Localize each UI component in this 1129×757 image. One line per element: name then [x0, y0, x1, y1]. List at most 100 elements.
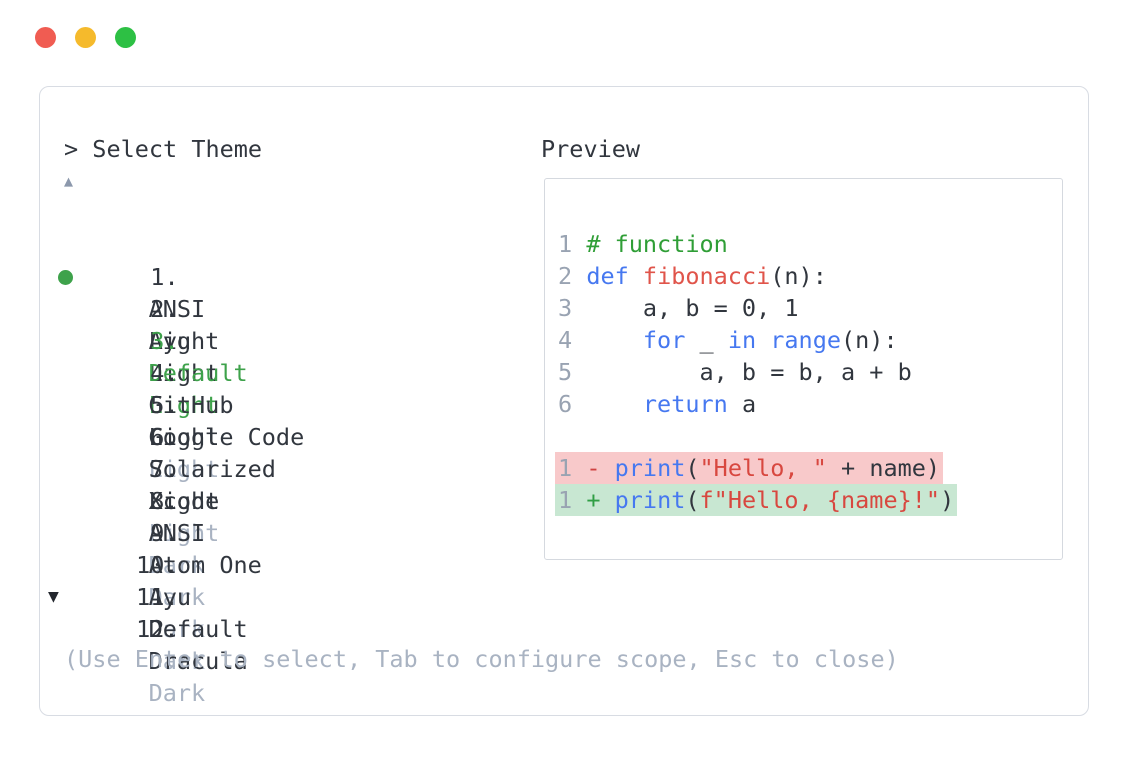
code-text: [600, 454, 614, 482]
string: "Hello, ": [699, 454, 827, 482]
line-number: 1: [558, 486, 573, 514]
theme-number: 6.: [150, 423, 179, 451]
window-controls: [35, 27, 136, 48]
code-text: [629, 262, 643, 290]
theme-variant: Light: [148, 391, 220, 419]
theme-name: ANSI: [148, 519, 206, 547]
theme-item[interactable]: 11. Default Dark: [64, 517, 304, 675]
minimize-button[interactable]: [75, 27, 96, 48]
keyword: range: [770, 326, 842, 354]
code-text: [572, 390, 643, 418]
theme-variant: Light: [148, 519, 220, 547]
theme-name: Atom One: [148, 551, 262, 579]
code-text: [572, 486, 586, 514]
code-text: + name): [826, 454, 941, 482]
theme-variant: Dark: [148, 615, 206, 643]
selected-dot-icon: [58, 269, 73, 285]
code-text: ): [940, 486, 955, 514]
code-line: 6 return a: [558, 388, 1062, 420]
code-text: [572, 326, 643, 354]
code-line: [558, 420, 1062, 452]
diff-highlight-removed: 1 - print("Hello, " + name): [555, 452, 944, 484]
diff-plus-sign: +: [586, 486, 601, 514]
theme-item[interactable]: 4. GitHub Light: [64, 293, 304, 451]
help-text: (Use Enter to select, Tab to configure s…: [64, 645, 899, 673]
code-text: a: [727, 390, 757, 418]
code-line: 2 def fibonacci(n):: [558, 260, 1062, 292]
theme-name: GitHub: [148, 391, 234, 419]
theme-variant: Dark: [148, 679, 206, 707]
code-text: (n):: [841, 326, 898, 354]
theme-list: 1. ANSI Light 2. Ayu Light 3. Default Li…: [58, 197, 305, 707]
keyword: print: [614, 486, 686, 514]
code-text: [600, 486, 614, 514]
scroll-up-icon[interactable]: ▲: [64, 172, 74, 190]
theme-item[interactable]: 8. ANSI Dark: [64, 421, 304, 579]
theme-name: Xcode: [148, 487, 220, 515]
theme-number: 5.: [150, 391, 179, 419]
code-text: (: [685, 486, 700, 514]
theme-name: Default: [148, 615, 248, 643]
keyword: print: [614, 454, 686, 482]
theme-name: Dracula: [148, 647, 248, 675]
line-number: 3: [558, 294, 573, 322]
theme-name: Ayu: [148, 327, 192, 355]
code-text: a, b = b, a + b: [572, 358, 912, 386]
select-theme-prompt: > Select Theme: [64, 135, 263, 163]
line-number: 5: [558, 358, 573, 386]
line-number: 1: [558, 230, 573, 258]
line-number: 1: [558, 454, 573, 482]
theme-item[interactable]: 1. ANSI Light: [64, 197, 304, 355]
line-number: 6: [558, 390, 573, 418]
code-line: 1 # function: [558, 228, 1062, 260]
theme-variant: Dark: [148, 647, 206, 675]
keyword: in: [727, 326, 757, 354]
diff-line-removed: 1 - print("Hello, " + name): [555, 452, 1062, 484]
comment: # function: [586, 230, 728, 258]
theme-item[interactable]: 12. Dracula Dark: [64, 549, 304, 707]
theme-item[interactable]: 7. Xcode Light: [64, 389, 304, 547]
theme-selector-panel: > Select Theme ▲ 1. ANSI Light 2. Ayu Li…: [39, 86, 1089, 716]
theme-name: Default: [148, 359, 248, 387]
line-number: 2: [558, 262, 573, 290]
code-text: [572, 262, 586, 290]
code-text: [572, 230, 586, 258]
keyword: for: [642, 326, 686, 354]
theme-item[interactable]: 2. Ayu Light: [64, 229, 304, 387]
close-button[interactable]: [35, 27, 56, 48]
theme-number: 7.: [150, 455, 179, 483]
diff-highlight-added: 1 + print(f"Hello, {name}!"): [555, 484, 958, 516]
theme-variant: Light: [148, 327, 220, 355]
code-text: (: [685, 454, 700, 482]
theme-number: 1.: [150, 263, 179, 291]
line-number: 4: [558, 326, 573, 354]
function-name: fibonacci: [642, 262, 771, 290]
theme-item[interactable]: 6. Solarized Light: [64, 357, 304, 515]
theme-variant: Light: [148, 455, 220, 483]
code-line: 5 a, b = b, a + b: [558, 356, 1062, 388]
code-text: _: [685, 326, 728, 354]
theme-name: Solarized: [148, 455, 276, 483]
theme-variant: Light: [148, 423, 220, 451]
theme-number: 4.: [150, 359, 179, 387]
code-text: [572, 454, 586, 482]
theme-item[interactable]: 9. Atom One Dark: [64, 453, 304, 611]
scroll-down-icon[interactable]: ▼: [48, 586, 59, 607]
theme-number: 9.: [150, 519, 179, 547]
theme-variant: Dark: [148, 583, 206, 611]
code-text: (n):: [770, 262, 827, 290]
theme-variant: Light: [148, 487, 220, 515]
theme-variant: Light: [148, 359, 220, 387]
theme-item[interactable]: 10. Ayu Dark: [64, 485, 304, 643]
zoom-button[interactable]: [115, 27, 136, 48]
theme-number: 11.: [136, 583, 179, 611]
diff-minus-sign: -: [586, 454, 601, 482]
theme-name: Ayu: [148, 583, 192, 611]
theme-number: 12.: [136, 615, 179, 643]
theme-item[interactable]: 5. Google Code Light: [64, 325, 305, 483]
code-line: 3 a, b = 0, 1: [558, 292, 1062, 324]
theme-item[interactable]: 3. Default Light: [58, 261, 304, 419]
theme-name: Google Code: [148, 423, 305, 451]
